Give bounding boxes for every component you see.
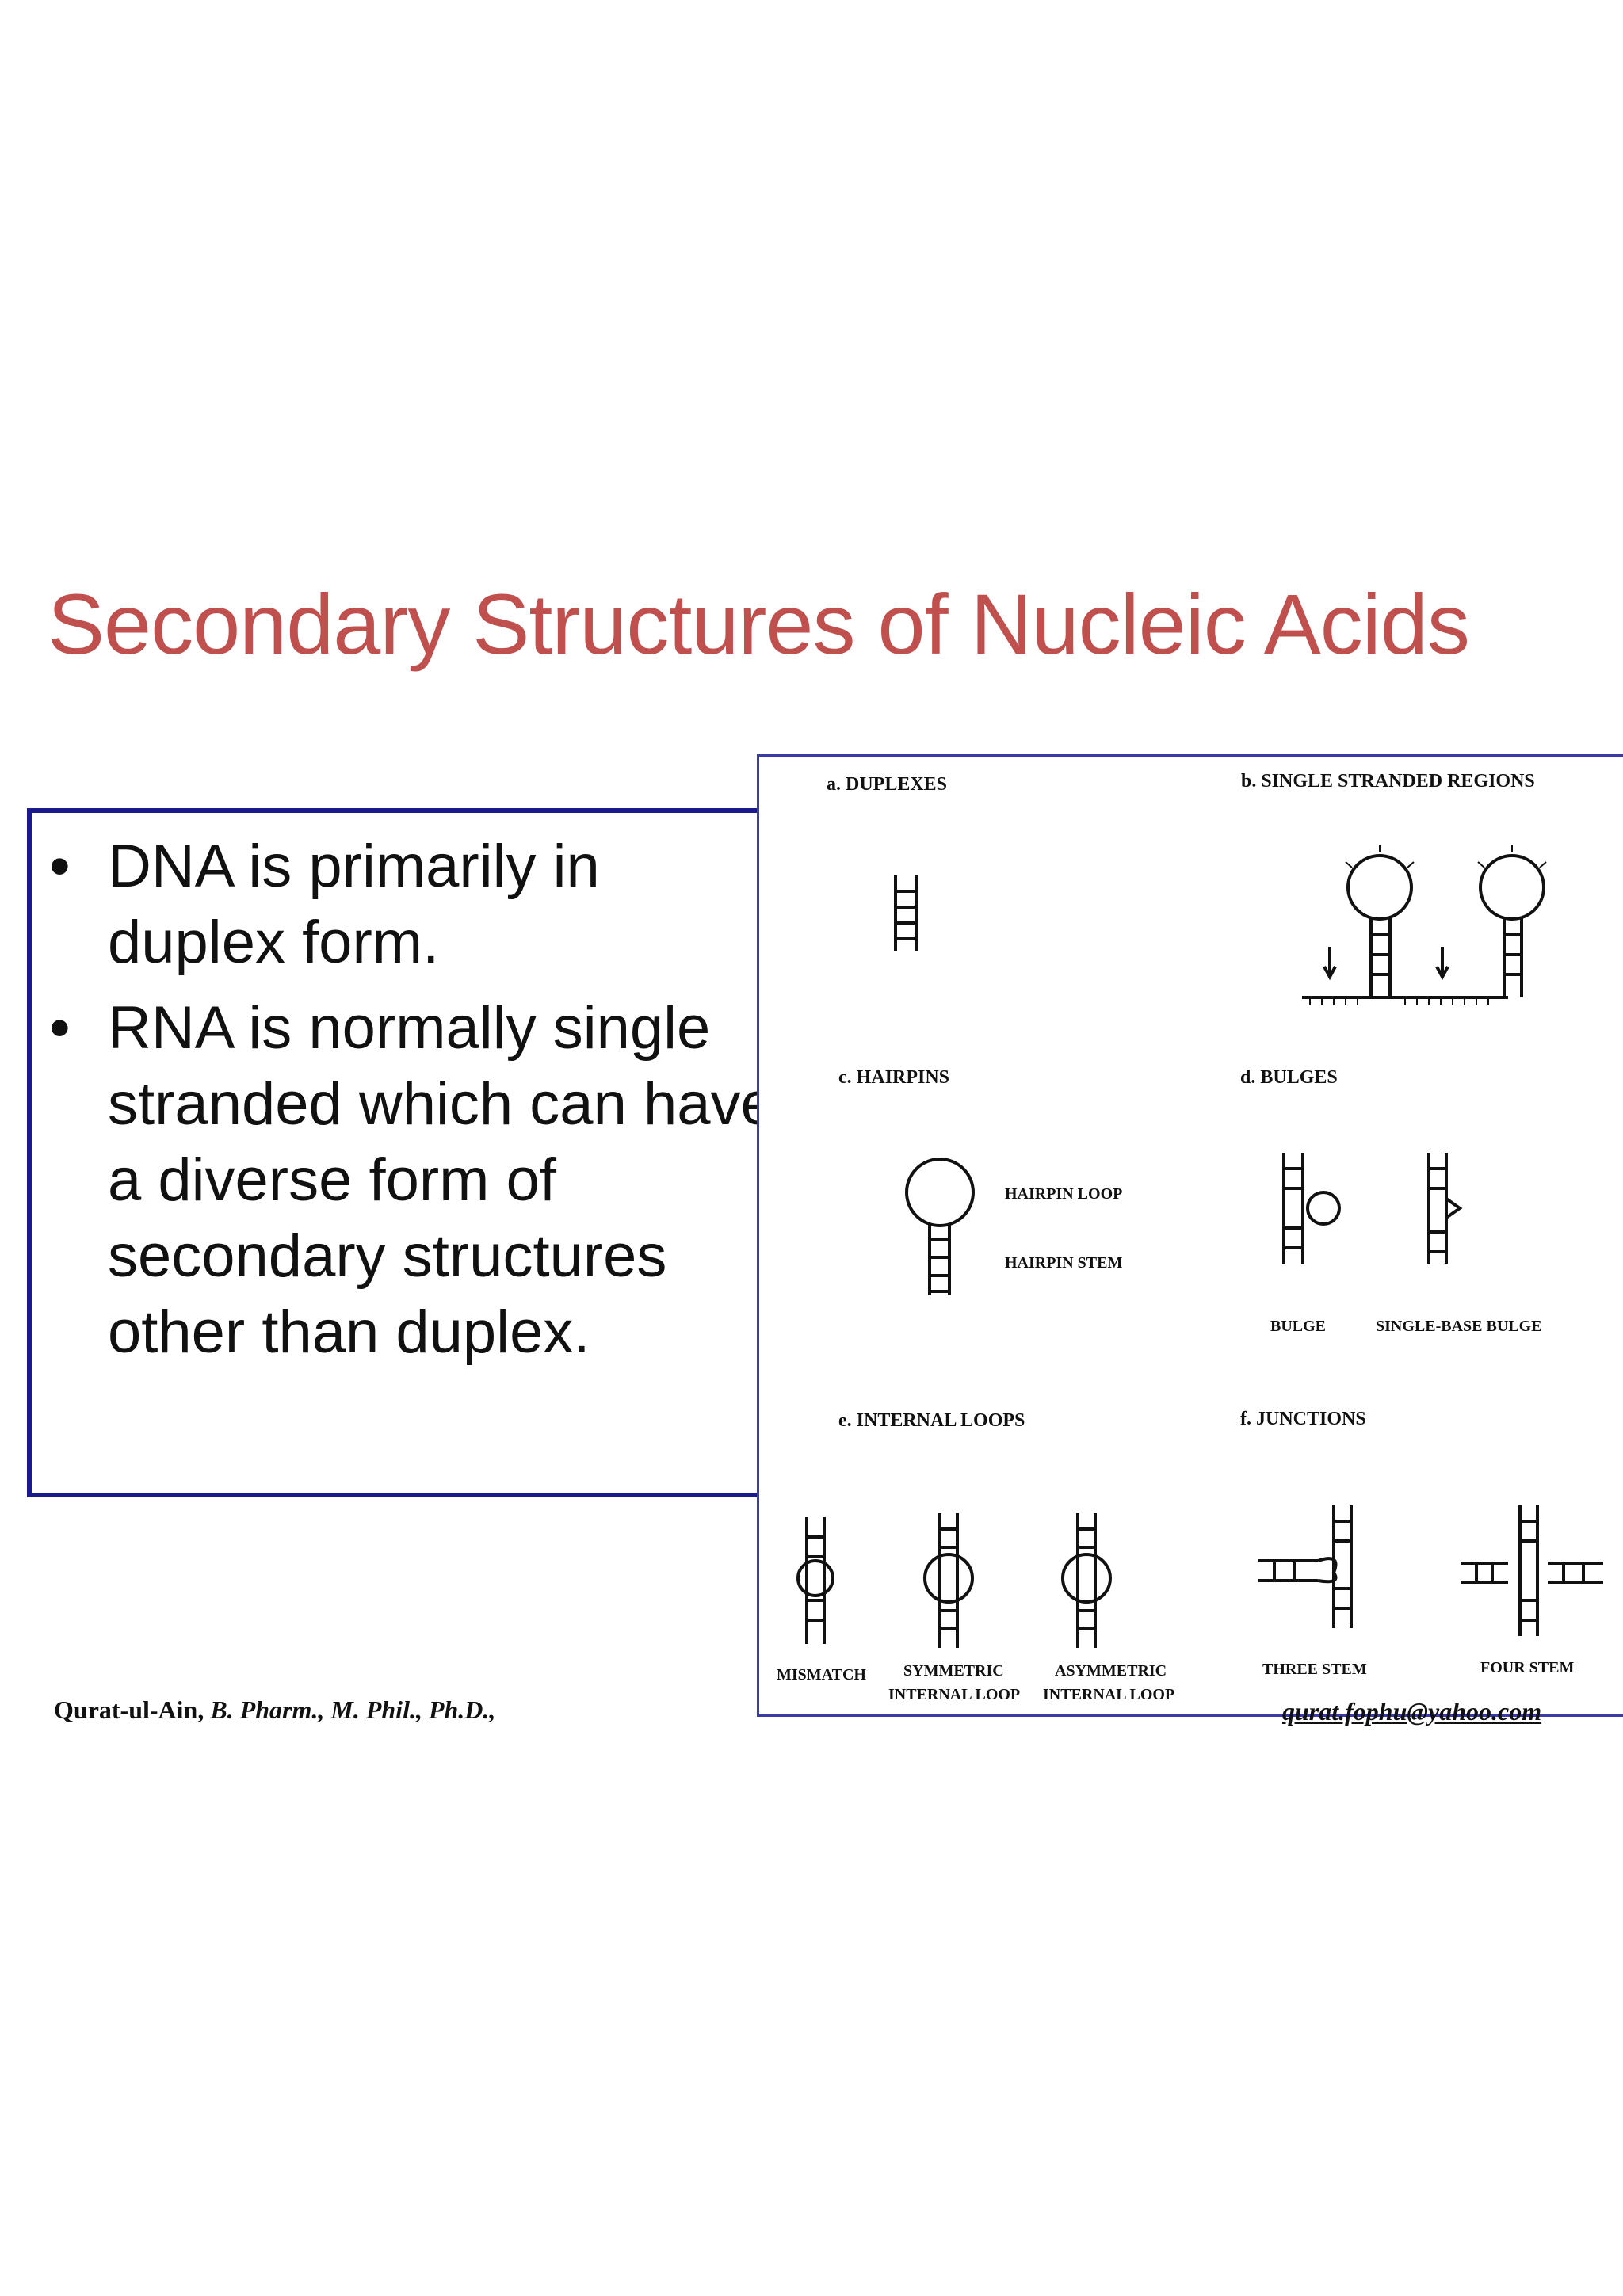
label-asymmetric-loop: INTERNAL LOOP <box>1043 1686 1174 1703</box>
panel-label-bulges: d. BULGES <box>1240 1067 1338 1088</box>
panel-label-junctions: f. JUNCTIONS <box>1240 1409 1366 1429</box>
label-asymmetric: ASYMMETRIC <box>1055 1662 1167 1680</box>
label-hairpin-stem: HAIRPIN STEM <box>1005 1254 1122 1272</box>
label-symmetric: SYMMETRIC <box>903 1662 1004 1680</box>
label-single-base-bulge: SINGLE-BASE BULGE <box>1376 1318 1542 1335</box>
panel-label-internal-loops: e. INTERNAL LOOPS <box>838 1410 1025 1431</box>
slide-title: Secondary Structures of Nucleic Acids <box>48 576 1470 672</box>
footer-author: Qurat-ul-Ain, B. Pharm., M. Phil., Ph.D.… <box>54 1695 495 1725</box>
bullet-box: • DNA is primarily in duplex form. • RNA… <box>27 808 788 1497</box>
bullet-text: RNA is normally single stranded which ca… <box>108 994 774 1366</box>
hairpin-diagram <box>905 1158 975 1295</box>
panel-label-duplexes: a. DUPLEXES <box>827 774 947 795</box>
duplex-diagram <box>894 875 918 951</box>
bullet-text: DNA is primarily in duplex form. <box>108 833 600 976</box>
bullet-item: • RNA is normally single stranded which … <box>32 990 783 1371</box>
label-symmetric-loop: INTERNAL LOOP <box>888 1686 1020 1703</box>
panel-label-hairpins: c. HAIRPINS <box>838 1067 949 1088</box>
author-credentials: B. Pharm., M. Phil., Ph.D., <box>204 1695 496 1724</box>
label-bulge: BULGE <box>1270 1318 1326 1335</box>
bulge-diagram <box>1282 1153 1463 1264</box>
label-mismatch: MISMATCH <box>777 1666 866 1684</box>
bullet-list: • DNA is primarily in duplex form. • RNA… <box>32 829 783 1380</box>
bullet-icon: • <box>49 994 71 1062</box>
bullet-item: • DNA is primarily in duplex form. <box>32 829 783 981</box>
internal-loop-diagram <box>796 1513 1112 1648</box>
junction-diagram <box>1258 1505 1603 1636</box>
author-name: Qurat-ul-Ain, <box>54 1695 204 1724</box>
label-four-stem: FOUR STEM <box>1480 1659 1574 1676</box>
secondary-structure-figure: a. DUPLEXES b. SINGLE STRANDED REGIONS c… <box>757 754 1623 1717</box>
single-stranded-diagram <box>1302 854 1545 999</box>
label-hairpin-loop: HAIRPIN LOOP <box>1005 1185 1122 1203</box>
label-three-stem: THREE STEM <box>1262 1661 1367 1678</box>
bullet-icon: • <box>49 833 71 900</box>
footer-email[interactable]: qurat.fophu@yahoo.com <box>1282 1697 1542 1726</box>
panel-label-single-stranded: b. SINGLE STRANDED REGIONS <box>1241 771 1535 791</box>
structure-diagram: a. DUPLEXES b. SINGLE STRANDED REGIONS c… <box>777 771 1603 1703</box>
